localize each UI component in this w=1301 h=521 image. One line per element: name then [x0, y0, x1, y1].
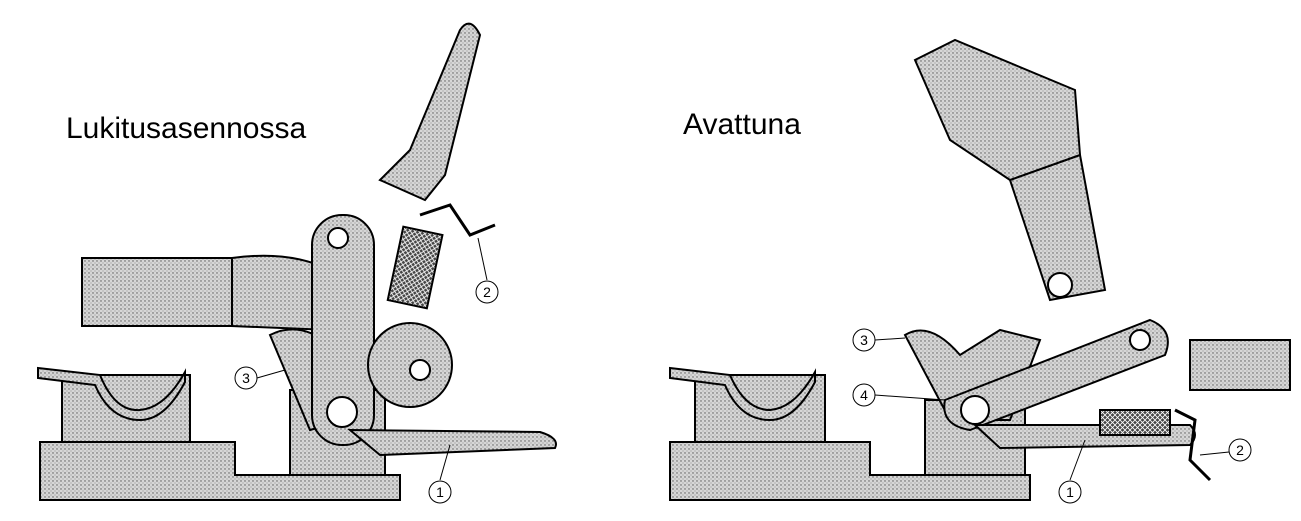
callout-2-right — [1228, 438, 1252, 462]
right-view-title: Avattuna — [683, 108, 801, 141]
callout-4-right — [852, 383, 876, 407]
right-hatched-pad — [1099, 409, 1171, 436]
callout-3-right — [852, 328, 876, 352]
left-hatched-pad — [386, 225, 444, 310]
left-horizontal-pipe — [81, 257, 233, 327]
left-spring-wire — [419, 203, 496, 237]
left-callouts — [234, 237, 499, 504]
callout-3-left — [234, 366, 258, 390]
callout-label: 2 — [1236, 442, 1244, 458]
left-pipe-saddle — [37, 366, 186, 422]
callout-label: 2 — [483, 284, 491, 300]
left-main-link — [311, 214, 375, 446]
right-link-4 — [943, 318, 1169, 432]
callout-label: 1 — [1066, 484, 1074, 500]
left-upright-handle — [378, 22, 482, 202]
callout-label: 4 — [860, 387, 868, 403]
callout-1-left — [428, 480, 452, 504]
right-handle-head — [913, 38, 1082, 182]
left-base-plate — [39, 441, 401, 501]
left-cam — [367, 322, 453, 408]
callout-2-left — [475, 280, 499, 304]
right-open-assembly — [669, 38, 1291, 501]
callout-label: 3 — [860, 332, 868, 348]
left-handle-arm — [347, 428, 557, 457]
left-view-title: Lukitusasennossa — [66, 112, 307, 145]
callout-label: 3 — [242, 370, 250, 386]
right-spring-wire — [1174, 408, 1212, 482]
right-base-plate — [669, 441, 1031, 501]
left-locked-assembly — [37, 22, 557, 501]
callout-1-right — [1058, 480, 1082, 504]
right-side-pipe — [1189, 339, 1291, 391]
right-pipe-saddle — [669, 366, 816, 422]
right-callouts — [852, 328, 1252, 504]
callout-label: 1 — [436, 484, 444, 500]
